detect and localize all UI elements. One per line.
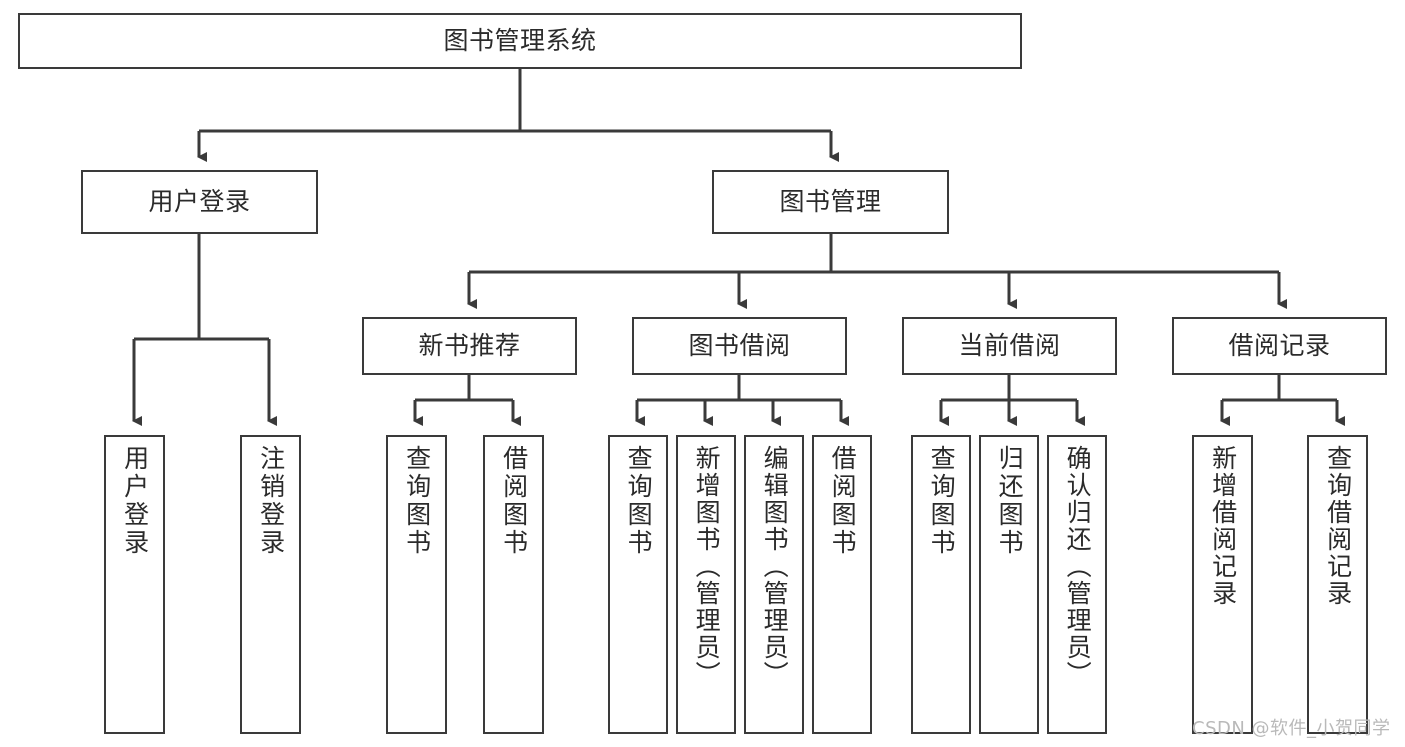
node-book-management[interactable]: 图书管理: [712, 170, 949, 234]
node-label: 借阅图书: [828, 445, 858, 557]
node-user-login[interactable]: 用户登录: [81, 170, 318, 234]
node-label: 查询图书: [624, 445, 654, 557]
node-label: 查询借阅记录: [1323, 445, 1353, 607]
leaf-return-book[interactable]: 归还图书: [979, 435, 1039, 734]
node-current-borrow[interactable]: 当前借阅: [902, 317, 1117, 375]
node-label: 注销登录: [256, 445, 286, 557]
node-label: 图书借阅: [688, 331, 791, 361]
node-label: 图书管理: [779, 187, 882, 217]
node-root-book-management-system[interactable]: 图书管理系统: [18, 13, 1022, 69]
node-label: 归还图书: [995, 445, 1025, 557]
leaf-query-book-current[interactable]: 查询图书: [911, 435, 971, 734]
leaf-add-borrow-record[interactable]: 新增借阅记录: [1192, 435, 1253, 734]
node-label: 用户登录: [120, 445, 150, 557]
leaf-edit-book-admin[interactable]: 编辑图书（管理员）: [744, 435, 804, 734]
node-label: 新书推荐: [418, 331, 521, 361]
leaf-confirm-return-admin[interactable]: 确认归还（管理员）: [1047, 435, 1107, 734]
node-new-book-recommend[interactable]: 新书推荐: [362, 317, 577, 375]
leaf-borrow-book[interactable]: 借阅图书: [812, 435, 872, 734]
node-label: 确认归还（管理员）: [1063, 445, 1093, 688]
leaf-query-book-new-recommend[interactable]: 查询图书: [386, 435, 447, 734]
node-book-borrow[interactable]: 图书借阅: [632, 317, 847, 375]
node-label: 新增借阅记录: [1208, 445, 1238, 607]
leaf-query-book-borrow[interactable]: 查询图书: [608, 435, 668, 734]
node-label: 新增图书（管理员）: [692, 445, 722, 688]
leaf-logout-login[interactable]: 注销登录: [240, 435, 301, 734]
leaf-query-borrow-record[interactable]: 查询借阅记录: [1307, 435, 1368, 734]
node-label: 图书管理系统: [443, 26, 597, 56]
node-label: 查询图书: [927, 445, 957, 557]
leaf-user-login[interactable]: 用户登录: [104, 435, 165, 734]
node-borrow-record[interactable]: 借阅记录: [1172, 317, 1387, 375]
node-label: 借阅图书: [499, 445, 529, 557]
node-label: 借阅记录: [1228, 331, 1331, 361]
node-label: 用户登录: [148, 187, 251, 217]
leaf-borrow-book-new-recommend[interactable]: 借阅图书: [483, 435, 544, 734]
leaf-add-book-admin[interactable]: 新增图书（管理员）: [676, 435, 736, 734]
watermark: CSDN @软件_小贺同学: [1192, 718, 1391, 739]
node-label: 当前借阅: [958, 331, 1061, 361]
node-label: 查询图书: [402, 445, 432, 557]
node-label: 编辑图书（管理员）: [760, 445, 790, 688]
